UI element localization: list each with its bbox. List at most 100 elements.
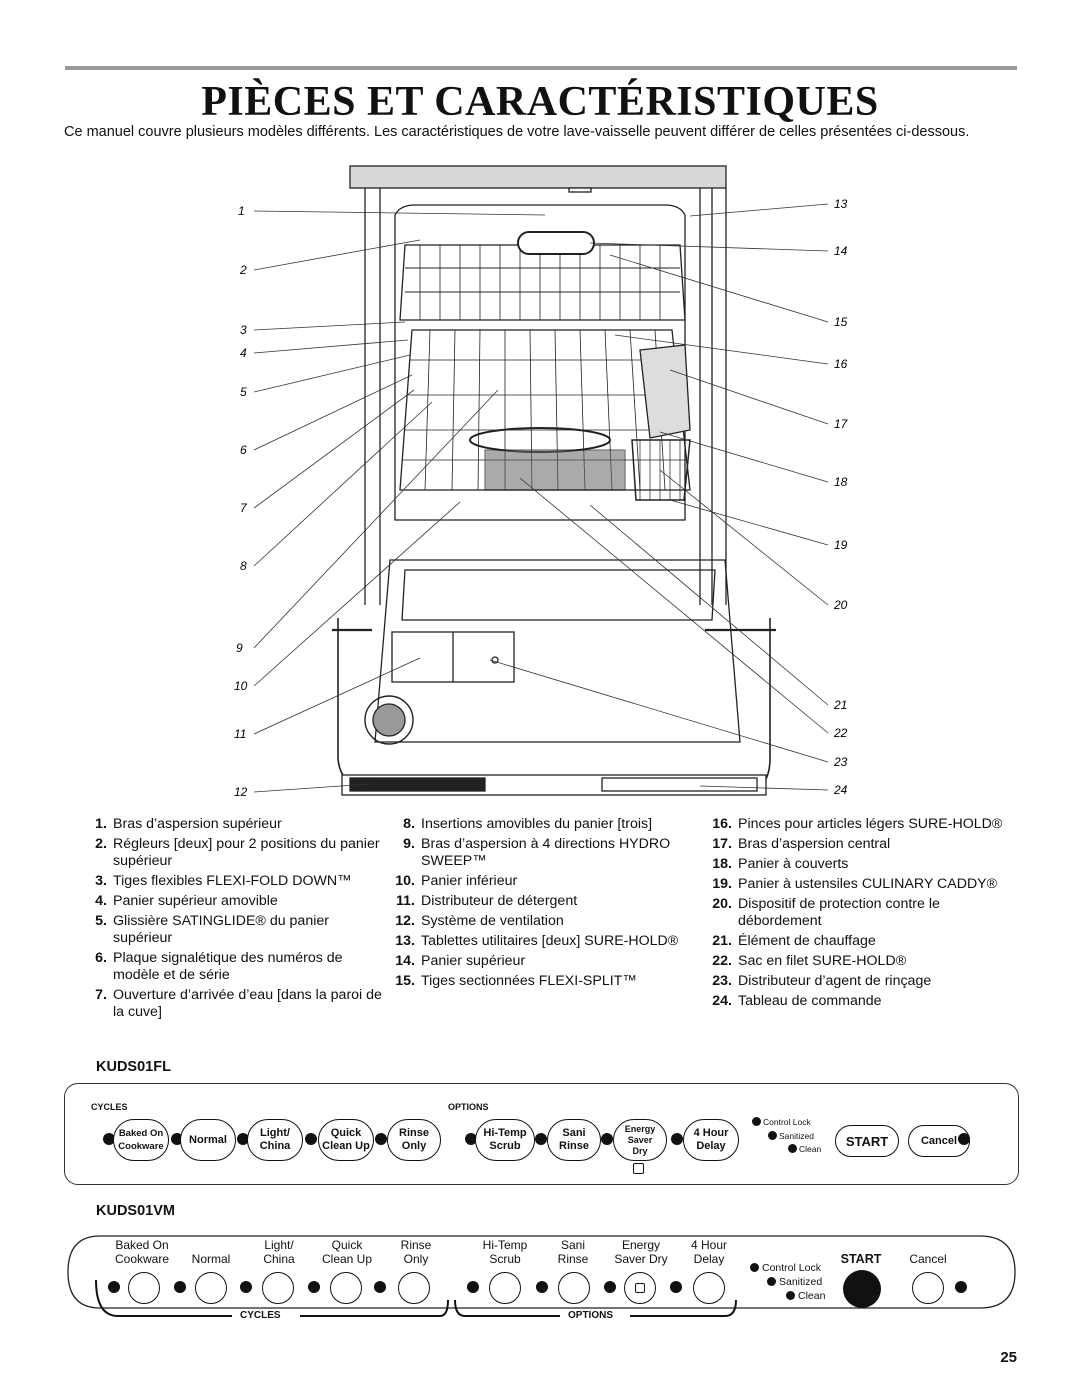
- quick-label: Quick: [330, 1127, 362, 1139]
- cancel-indicator-light: [958, 1133, 970, 1145]
- vm-hi-temp-button[interactable]: [489, 1272, 521, 1304]
- callout-23: 23: [833, 755, 848, 769]
- legend-text: Glissière SATINGLIDE® du panier supérieu…: [113, 913, 329, 946]
- legend-item: 18.Panier à couverts: [710, 856, 1010, 873]
- legend-item: 16.Pinces pour articles légers SURE-HOLD…: [710, 816, 1010, 833]
- callout-9: 9: [236, 641, 243, 655]
- hi-temp-indicator-light: [465, 1133, 477, 1145]
- baked-on-cookware-button[interactable]: Baked On Cookware: [113, 1119, 169, 1161]
- vm-sani-rinse-button[interactable]: [558, 1272, 590, 1304]
- hi-temp-scrub-button[interactable]: Hi-Temp Scrub: [475, 1119, 535, 1161]
- vm-quick-clean-button[interactable]: [330, 1272, 362, 1304]
- legend-item: 14.Panier supérieur: [393, 953, 698, 970]
- callout-22: 22: [833, 726, 848, 740]
- vm-start-button[interactable]: [843, 1270, 881, 1308]
- right-callouts: 13 14 15 16 17 18 19 20 21 22 23 24: [833, 197, 849, 797]
- vm-baked-on-button[interactable]: [128, 1272, 160, 1304]
- clean-indicator-light: [788, 1144, 797, 1153]
- kuds01fl-control-panel: CYCLES OPTIONS Baked On Cookware Normal …: [64, 1083, 1019, 1185]
- rinse-only-button[interactable]: Rinse Only: [387, 1119, 441, 1161]
- rinse-label: Rinse: [399, 1127, 429, 1139]
- normal-label: Normal: [189, 1133, 227, 1146]
- clean-up-label: Clean Up: [322, 1140, 370, 1152]
- dry-label: Dry: [632, 1145, 648, 1156]
- legend-item: 24.Tableau de commande: [710, 993, 1010, 1010]
- cookware-label: Cookware: [118, 1141, 164, 1152]
- legend-number: 10.: [395, 873, 415, 889]
- legend-number: 5.: [95, 913, 107, 929]
- vm-light-china-button[interactable]: [262, 1272, 294, 1304]
- lock-icon: [633, 1163, 644, 1174]
- model-kuds01fl-title: KUDS01FL: [96, 1059, 171, 1075]
- baked-on-indicator-light: [103, 1133, 115, 1145]
- delay-label: Delay: [696, 1140, 726, 1152]
- vm-hi-temp-indicator-light: [467, 1281, 479, 1293]
- vm-light-china-indicator-light: [240, 1281, 252, 1293]
- vm-sanitized-label: Sanitized: [779, 1276, 823, 1288]
- baked-on-label: Baked On: [118, 1128, 164, 1139]
- callout-17: 17: [834, 417, 849, 431]
- legend-number: 6.: [95, 950, 107, 966]
- legend-text: Ouverture d’arrivée d’eau [dans la paroi…: [113, 987, 382, 1020]
- legend-number: 22.: [712, 953, 732, 969]
- quick-clean-up-button[interactable]: Quick Clean Up: [318, 1119, 374, 1161]
- legend-item: 3.Tiges flexibles FLEXI-FOLD DOWN™: [85, 873, 385, 890]
- vm-quick-clean-indicator-light: [308, 1281, 320, 1293]
- vm-rinse-only-button[interactable]: [398, 1272, 430, 1304]
- four-hour-delay-indicator-light: [671, 1133, 683, 1145]
- callout-18: 18: [834, 475, 848, 489]
- legend-text: Régleurs [deux] pour 2 positions du pani…: [113, 836, 380, 869]
- vm-cycles-heading: CYCLES: [240, 1310, 281, 1321]
- sani-rinse-button[interactable]: Sani Rinse: [547, 1119, 601, 1161]
- vm-four-hour-button[interactable]: [693, 1272, 725, 1304]
- legend-text: Bras d’aspersion à 4 directions HYDRO SW…: [421, 836, 671, 869]
- dishwasher-illustration: [332, 165, 776, 796]
- legend-text: Système de ventilation: [421, 913, 564, 929]
- vm-normal-button[interactable]: [195, 1272, 227, 1304]
- vm-lock-icon: [635, 1283, 645, 1293]
- vm-energy-saver-button[interactable]: [624, 1272, 656, 1304]
- legend-text: Panier supérieur amovible: [113, 893, 278, 909]
- legend-item: 15.Tiges sectionnées FLEXI-SPLIT™: [393, 973, 698, 990]
- cancel-button[interactable]: Cancel: [908, 1125, 970, 1157]
- vm-sani-rinse-indicator-light: [536, 1281, 548, 1293]
- legend-item: 17.Bras d’aspersion central: [710, 836, 1010, 853]
- callout-19: 19: [834, 538, 848, 552]
- start-button[interactable]: START: [835, 1125, 899, 1157]
- vm-options-heading: OPTIONS: [568, 1310, 614, 1321]
- legend-number: 18.: [712, 856, 732, 872]
- callout-5: 5: [240, 385, 247, 399]
- hi-temp-label: Hi-Temp: [483, 1127, 527, 1139]
- vm-start-label: START: [840, 1252, 882, 1266]
- legend-number: 2.: [95, 836, 107, 852]
- leader-lines: [253, 203, 829, 793]
- legend-item: 2. Régleurs [deux] pour 2 positions du pa…: [85, 836, 385, 870]
- light-china-button[interactable]: Light/ China: [247, 1119, 303, 1161]
- legend-number: 19.: [712, 876, 732, 892]
- control-lock-indicator-light: [752, 1117, 761, 1126]
- legend-item: 6.Plaque signalétique des numéros de mod…: [85, 950, 385, 984]
- intro-text: Ce manuel couvre plusieurs modèles diffé…: [64, 124, 970, 140]
- vm-cancel-button[interactable]: [912, 1272, 944, 1304]
- legend-item: 1.Bras d’aspersion supérieur: [85, 816, 385, 833]
- legend-item: 22. Sac en filet SURE-HOLD®: [710, 953, 1010, 970]
- legend-item: 20.Dispositif de protection contre le dé…: [710, 896, 1010, 930]
- legend-text: Sac en filet SURE-HOLD®: [738, 953, 907, 969]
- vm-sanitized-indicator-light: [767, 1277, 776, 1286]
- legend-number: 21.: [712, 933, 732, 949]
- legend-number: 8.: [403, 816, 415, 832]
- legend-text: Tableau de commande: [738, 993, 882, 1009]
- vm-control-lock-indicator-light: [750, 1263, 759, 1272]
- four-hour-delay-button[interactable]: 4 Hour Delay: [683, 1119, 739, 1161]
- energy-saver-dry-button[interactable]: Energy Saver Dry: [613, 1119, 667, 1161]
- page-number: 25: [1000, 1349, 1017, 1366]
- only-label: Only: [401, 1140, 427, 1152]
- legend-number: 3.: [95, 873, 107, 889]
- vm-light-china-label: Light/China: [263, 1238, 295, 1266]
- callout-3: 3: [240, 323, 247, 337]
- vm-cancel-indicator-light: [955, 1281, 967, 1293]
- normal-button[interactable]: Normal: [180, 1119, 236, 1161]
- legend-item: 19.Panier à ustensiles CULINARY CADDY®: [710, 876, 1010, 893]
